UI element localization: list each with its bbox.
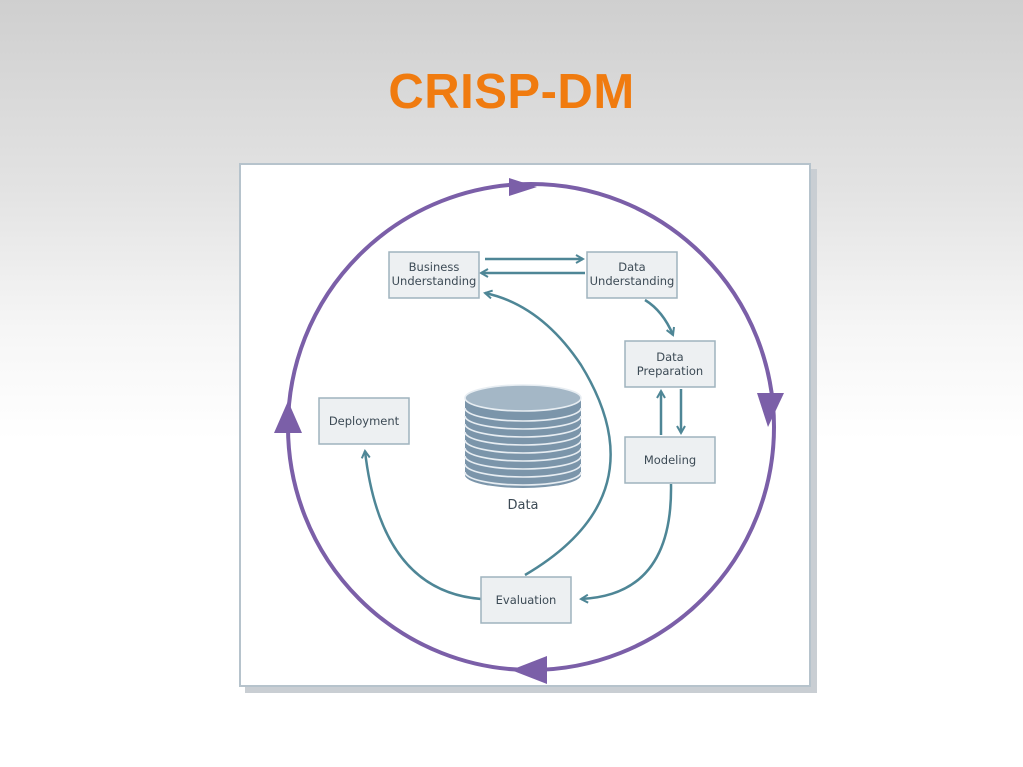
phase-box-business-understanding: Business Understanding bbox=[388, 251, 480, 299]
phase-label-line1: Business bbox=[409, 260, 460, 274]
database-icon bbox=[464, 384, 582, 488]
arrow-modeling-to-evaluation bbox=[578, 483, 673, 604]
outer-cycle-arrow-right bbox=[757, 393, 784, 427]
arrow-evaluation-to-deployment bbox=[360, 448, 482, 601]
phase-label: Modeling bbox=[644, 453, 696, 467]
arrow-data-understanding-to-preparation bbox=[644, 298, 675, 337]
phase-box-deployment: Deployment bbox=[318, 397, 410, 445]
outer-cycle-arrow-bottom bbox=[511, 656, 547, 684]
outer-cycle-arrow-top bbox=[509, 178, 537, 196]
crisp-dm-figure: Business Understanding Data Understandin… bbox=[239, 163, 811, 687]
phase-label-line1: Data bbox=[656, 350, 683, 364]
phase-box-evaluation: Evaluation bbox=[480, 576, 572, 624]
arrow-evaluation-to-business bbox=[483, 289, 612, 577]
outer-cycle-arrow-left bbox=[274, 401, 302, 433]
phase-label-line2: Understanding bbox=[590, 274, 675, 288]
slide-title: CRISP-DM bbox=[388, 65, 635, 119]
phase-label-line2: Understanding bbox=[392, 274, 477, 288]
phase-label: Evaluation bbox=[496, 593, 557, 607]
database-label: Data bbox=[507, 498, 538, 513]
crisp-dm-diagram: Business Understanding Data Understandin… bbox=[274, 178, 784, 684]
phase-box-modeling: Modeling bbox=[624, 436, 716, 484]
phase-box-data-preparation: Data Preparation bbox=[624, 340, 716, 388]
phase-label: Deployment bbox=[329, 414, 400, 428]
phase-label-line1: Data bbox=[618, 260, 645, 274]
phase-box-data-understanding: Data Understanding bbox=[586, 251, 678, 299]
phase-label-line2: Preparation bbox=[637, 364, 703, 378]
